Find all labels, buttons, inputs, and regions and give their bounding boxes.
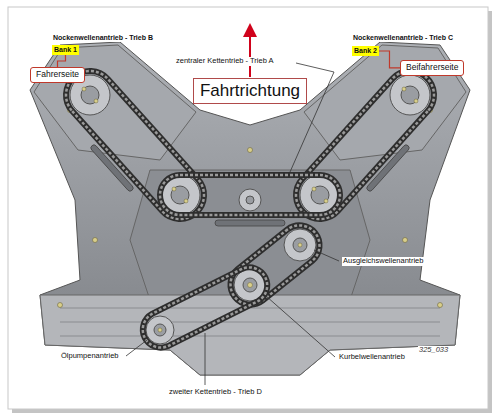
chain-guide xyxy=(366,144,411,193)
connectors xyxy=(58,51,401,68)
part-label: Kurbelwellenantrieb xyxy=(338,353,406,362)
balance-chain-links xyxy=(230,225,319,304)
chain-c xyxy=(296,71,434,219)
pan-ribs xyxy=(60,308,440,336)
cylinder-head-right xyxy=(304,45,466,160)
node-text: Bank 1 xyxy=(54,46,77,54)
bolt xyxy=(248,148,253,153)
part-label: Ölpumpenantrieb xyxy=(60,352,120,361)
bolt xyxy=(58,303,63,308)
node-text: Fahrtrichtung xyxy=(200,81,300,101)
rib xyxy=(60,322,440,323)
chain-b-links xyxy=(66,71,204,219)
part-label: Ausgleichswellenantrieb xyxy=(342,257,424,266)
chains xyxy=(66,71,434,348)
leader-line xyxy=(314,250,339,261)
bolt xyxy=(438,303,443,308)
leader-line xyxy=(205,333,206,385)
bank-highlight: Bank 1 xyxy=(52,45,79,55)
sprocket xyxy=(390,75,430,115)
chain-guide xyxy=(215,220,285,226)
node-text: Fahrerseite xyxy=(36,70,79,80)
bolt xyxy=(248,283,253,288)
engine-block xyxy=(30,42,470,375)
bolt xyxy=(82,87,86,91)
bank-highlight: Bank 2 xyxy=(352,46,379,56)
bolt xyxy=(298,243,302,247)
bolt xyxy=(402,87,406,91)
chain-guide xyxy=(90,144,135,193)
chain-guides xyxy=(90,144,411,226)
part-label: Nockenwellenantrieb - Trieb C xyxy=(352,34,454,42)
leader-line xyxy=(126,340,147,356)
hub-bolts xyxy=(82,87,418,332)
node-text: Bank 2 xyxy=(354,47,377,55)
bolt xyxy=(158,328,162,332)
figure-number: 325_033 xyxy=(418,346,449,355)
sprocket xyxy=(239,189,261,211)
sprocket xyxy=(284,229,316,261)
part-label: Nockenwellenantrieb - Trieb B xyxy=(52,34,154,42)
leader-line xyxy=(266,296,335,357)
rib xyxy=(60,336,440,337)
chain-c-links xyxy=(296,71,434,219)
chain-a-links xyxy=(160,175,340,215)
bolt xyxy=(172,187,176,191)
direction-box: Fahrtrichtung xyxy=(193,78,307,104)
chain-b xyxy=(66,71,204,219)
connector-line xyxy=(58,55,66,67)
bolt xyxy=(403,238,408,243)
bolt xyxy=(93,238,98,243)
sprocket xyxy=(146,316,174,344)
cylinder-head-left xyxy=(34,45,196,160)
balance-chain xyxy=(230,225,319,304)
node-text: Beifahrerseite xyxy=(406,63,458,73)
part-label: zweiter Kettentrieb - Trieb D xyxy=(168,388,263,397)
bolt xyxy=(414,99,418,103)
bolt xyxy=(324,199,328,203)
side-box: Fahrerseite xyxy=(30,67,85,83)
bolt xyxy=(312,187,316,191)
direction-arrow xyxy=(249,30,251,77)
connector-line xyxy=(379,51,400,68)
side-box: Beifahrerseite xyxy=(400,60,464,76)
leader-lines xyxy=(126,63,339,385)
bolt xyxy=(184,199,188,203)
bolt xyxy=(94,99,98,103)
chain-a xyxy=(160,175,340,215)
frame xyxy=(8,7,488,409)
part-label: zentraler Kettentrieb - Trieb A xyxy=(175,57,275,66)
housing-bolts xyxy=(58,108,443,308)
